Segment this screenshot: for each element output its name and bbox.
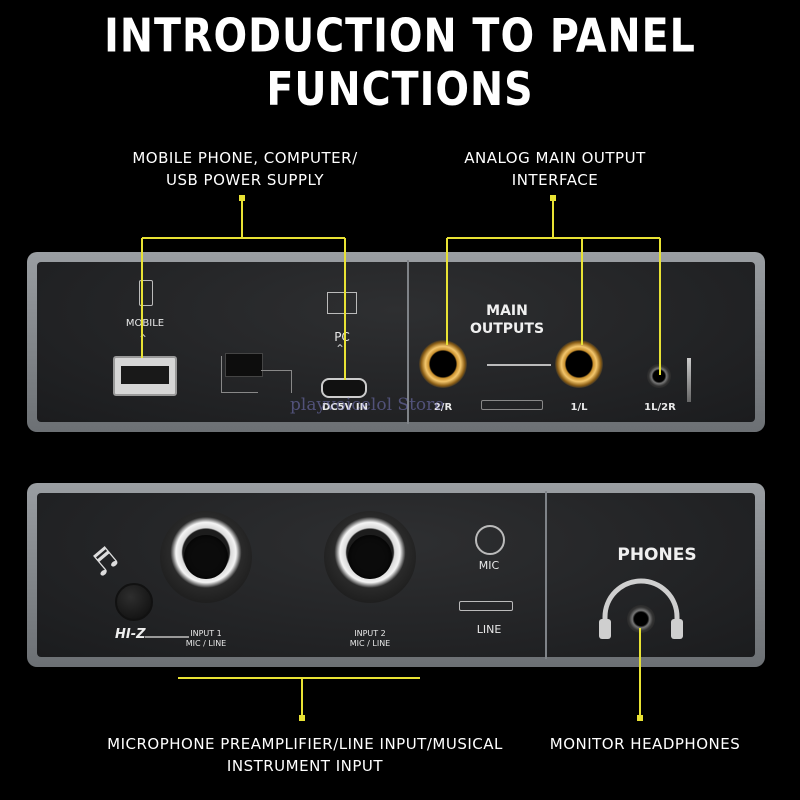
mic-label: MIC: [478, 559, 500, 572]
line-label: LINE: [476, 623, 502, 636]
xlr-mic-icon: [475, 525, 505, 555]
arrow-up-icon: ⌃: [335, 342, 346, 356]
callout-headphones: MONITOR HEADPHONES: [530, 733, 760, 755]
arrow-up-icon: ⌃: [138, 332, 149, 346]
main-outputs-line2: OUTPUTS: [469, 321, 545, 337]
combo-input-1-socket: [184, 535, 228, 579]
output-link-line: [487, 364, 551, 366]
mobile-label: MOBILE: [125, 318, 165, 329]
combo-input-2-socket: [348, 535, 392, 579]
front-panel: ♬ HI-Z INPUT 1 MIC / LINE INPUT 2 MIC / …: [27, 483, 765, 667]
output-2r-label: 2/R: [433, 402, 453, 413]
watermark: playvoicelol Store: [290, 395, 445, 415]
phone-icon: [139, 280, 153, 306]
computer-icon: [327, 292, 357, 314]
output-jack-2r[interactable]: [419, 340, 467, 388]
output-jack-1l[interactable]: [555, 340, 603, 388]
switch-bracket-right: [261, 370, 292, 393]
input-1-line2: MIC / LINE: [185, 639, 227, 648]
power-switch[interactable]: [225, 353, 263, 377]
combo-input-1[interactable]: [160, 511, 252, 603]
rear-panel-divider: [407, 260, 409, 424]
headphones-icon: [599, 578, 683, 639]
callout-mic-input: MICROPHONE PREAMPLIFIER/LINE INPUT/MUSIC…: [80, 733, 530, 777]
usb-a-port[interactable]: [113, 356, 177, 396]
trs-plug-icon: [687, 358, 691, 402]
plug-icon: [481, 400, 543, 410]
input-2-line1: INPUT 2: [354, 629, 386, 638]
callout-mic-input-line2: INSTRUMENT INPUT: [226, 757, 384, 775]
front-panel-divider: [545, 491, 547, 659]
output-jack-1l2r[interactable]: [647, 364, 671, 388]
callout-analog-output-line2: INTERFACE: [511, 171, 599, 189]
usb-a-slot: [121, 366, 169, 384]
combo-input-2[interactable]: [324, 511, 416, 603]
page-title: INTRODUCTION TO PANEL FUNCTIONS: [104, 9, 696, 117]
output-1l-label: 1/L: [570, 402, 588, 413]
callout-usb-power: MOBILE PHONE, COMPUTER/ USB POWER SUPPLY: [100, 147, 390, 191]
callout-usb-power-line1: MOBILE PHONE, COMPUTER/: [132, 149, 358, 167]
jack-plug-icon: [459, 601, 513, 611]
hi-z-line: [145, 636, 189, 638]
main-outputs-label: MAIN OUTPUTS: [457, 302, 557, 338]
input-1-label: INPUT 1 MIC / LINE: [176, 629, 236, 649]
dc-in-label: DC5V IN: [322, 402, 368, 413]
phones-label: PHONES: [617, 545, 697, 565]
input-2-label: INPUT 2 MIC / LINE: [340, 629, 400, 649]
headphone-jack[interactable]: [627, 605, 655, 633]
callout-usb-power-line2: USB POWER SUPPLY: [165, 171, 325, 189]
callout-analog-output: ANALOG MAIN OUTPUT INTERFACE: [430, 147, 680, 191]
output-1l2r-label: 1L/2R: [644, 402, 676, 413]
callout-headphones-line1: MONITOR HEADPHONES: [549, 735, 741, 753]
input-2-line2: MIC / LINE: [349, 639, 391, 648]
callout-mic-input-line1: MICROPHONE PREAMPLIFIER/LINE INPUT/MUSIC…: [107, 735, 503, 753]
callout-analog-output-line1: ANALOG MAIN OUTPUT: [464, 149, 646, 167]
main-outputs-line1: MAIN: [486, 303, 528, 319]
hi-z-input-jack[interactable]: [115, 583, 153, 621]
hi-z-label: HI-Z: [115, 627, 146, 642]
input-1-line1: INPUT 1: [190, 629, 222, 638]
